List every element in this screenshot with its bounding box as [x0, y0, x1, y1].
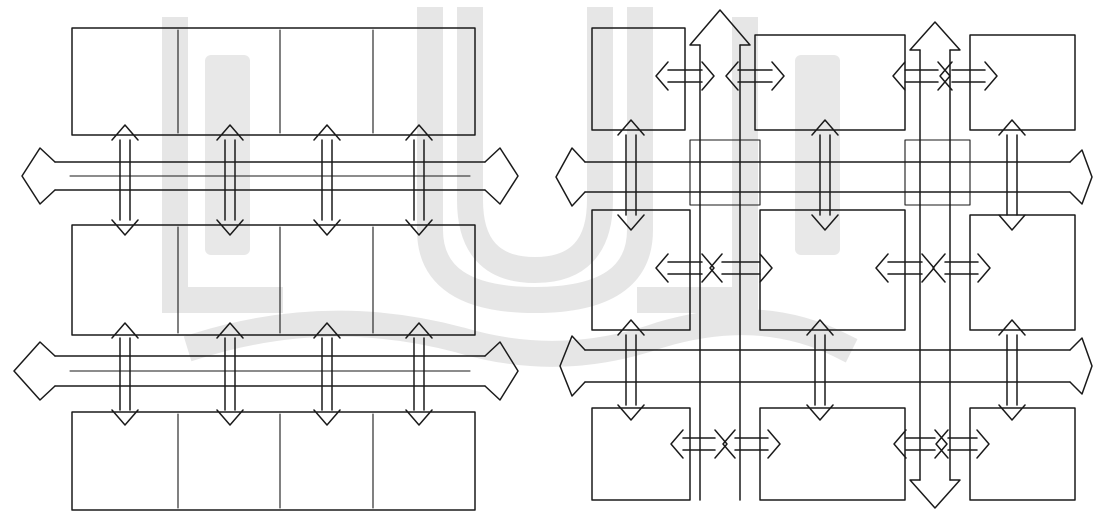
block-bottom — [72, 412, 475, 510]
vertical-arrows-left — [112, 125, 432, 425]
corridor-lower-arrows — [14, 342, 518, 400]
corridor-upper-arrows — [22, 148, 518, 204]
block-top — [72, 28, 475, 135]
